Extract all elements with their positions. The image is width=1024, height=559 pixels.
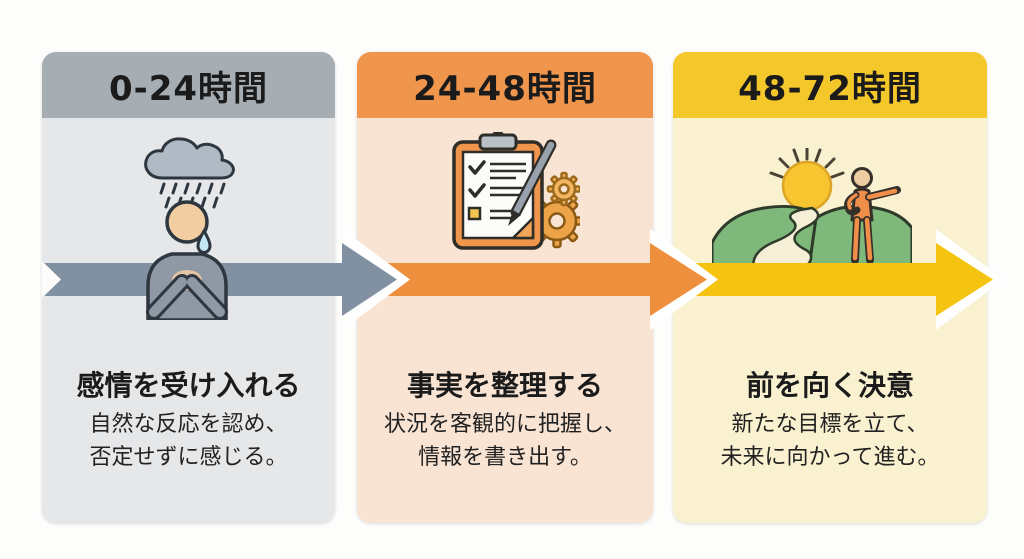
person-head — [165, 200, 209, 244]
phase-1-description-line1: 自然な反応を認め、 — [89, 412, 288, 437]
phase-2-description: 状況を客観的に把握し、情報を書き出す。 — [357, 408, 653, 474]
phase-1-description: 自然な反応を認め、否定せずに感じる。 — [42, 408, 335, 474]
phase-3-description-line2: 未来に向かって進む。 — [720, 445, 940, 470]
phase-card-2: 24-48時間 事実を整理する 状況を客観的に把握し、情報を書き出す。 — [357, 52, 653, 523]
phase-2-time-label: 24-48時間 — [413, 68, 597, 109]
sunrise-path-forward-illustration — [712, 148, 912, 275]
phase-3-time-label: 48-72時間 — [738, 68, 922, 109]
rain-cloud-sad-person-illustration — [144, 137, 235, 320]
hill-right — [806, 204, 912, 275]
phase-card-3: 48-72時間 前を向く決意 新たな目標を立て、未来に向かって進む。 — [673, 52, 987, 523]
phase-3-time-header: 48-72時間 — [673, 52, 987, 118]
clipboard-clip — [478, 133, 518, 151]
phase-1-title: 感情を受け入れる — [76, 369, 301, 402]
phase-3-description: 新たな目標を立て、未来に向かって進む。 — [673, 408, 987, 474]
paper-folded-corner — [511, 216, 535, 240]
phase-1-time-header: 0-24時間 — [42, 52, 335, 118]
gear-small-icon — [546, 171, 580, 207]
winding-path — [752, 206, 820, 275]
phase-2-description-line2: 情報を書き出す。 — [418, 445, 592, 470]
phase-1-time-label: 0-24時間 — [108, 68, 269, 109]
rain-cloud-icon — [144, 137, 235, 180]
phase-3-description-line1: 新たな目標を立て、 — [731, 412, 929, 437]
pointing-person-icon — [844, 167, 901, 264]
phase-2-title: 事実を整理する — [406, 369, 603, 402]
phase-1-description-line2: 否定せずに感じる。 — [89, 445, 288, 470]
phase-2-time-header: 24-48時間 — [357, 52, 653, 118]
clipboard-checklist-illustration — [452, 132, 580, 250]
sun-rays-icon — [769, 148, 845, 179]
sun-icon — [781, 160, 833, 212]
checklist-rows — [467, 160, 526, 221]
phase-3-title: 前を向く決意 — [745, 369, 914, 402]
phase-2-description-line1: 状況を客観的に把握し、 — [383, 412, 626, 437]
tear-drop-icon — [196, 228, 212, 254]
pen-icon — [508, 139, 557, 226]
